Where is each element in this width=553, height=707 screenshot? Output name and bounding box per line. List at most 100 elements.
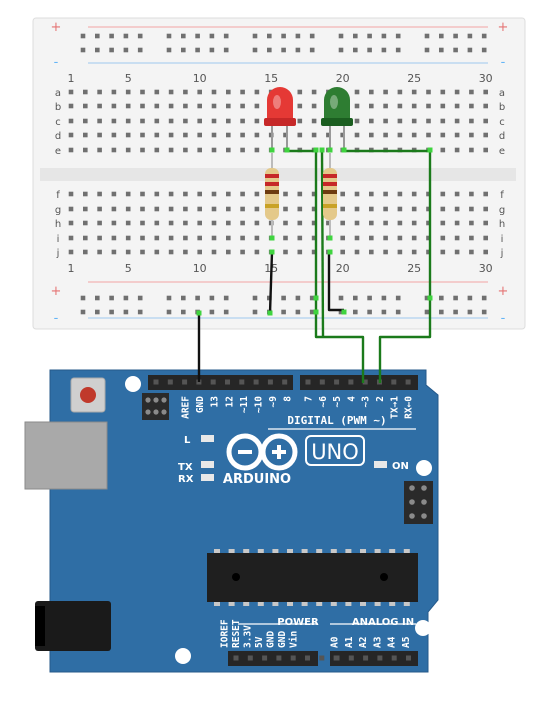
breadboard-hole[interactable]	[183, 220, 188, 226]
header-pin-hole[interactable]	[391, 379, 397, 385]
breadboard-hole[interactable]	[354, 89, 360, 95]
breadboard-hole[interactable]	[240, 147, 245, 153]
breadboard-hole[interactable]	[426, 103, 431, 109]
breadboard-hole[interactable]	[483, 220, 488, 226]
rail-hole[interactable]	[109, 47, 114, 53]
breadboard-hole[interactable]	[469, 206, 474, 212]
breadboard-hole[interactable]	[211, 249, 217, 255]
breadboard-hole[interactable]	[125, 89, 131, 95]
breadboard-hole[interactable]	[125, 235, 131, 241]
breadboard-hole[interactable]	[411, 118, 417, 124]
breadboard-hole[interactable]	[168, 249, 174, 255]
breadboard-hole[interactable]	[383, 206, 388, 212]
rail-hole[interactable]	[381, 47, 387, 53]
breadboard-hole[interactable]	[211, 118, 217, 124]
breadboard-hole[interactable]	[426, 249, 431, 255]
breadboard-hole[interactable]	[83, 132, 88, 138]
rail-hole[interactable]	[252, 295, 258, 301]
rail-hole[interactable]	[166, 309, 172, 315]
rail-hole[interactable]	[295, 33, 301, 39]
breadboard-hole[interactable]	[140, 118, 145, 124]
breadboard-hole[interactable]	[340, 235, 345, 241]
breadboard-hole[interactable]	[397, 206, 403, 212]
breadboard-hole[interactable]	[183, 118, 188, 124]
breadboard-hole[interactable]	[140, 191, 145, 197]
breadboard-hole[interactable]	[369, 235, 374, 241]
rail-hole[interactable]	[353, 295, 358, 301]
breadboard-hole[interactable]	[397, 220, 403, 226]
breadboard-hole[interactable]	[254, 132, 260, 138]
breadboard-hole[interactable]	[254, 220, 260, 226]
breadboard-hole[interactable]	[183, 147, 188, 153]
breadboard-hole[interactable]	[197, 89, 202, 95]
breadboard-hole[interactable]	[311, 220, 317, 226]
rail-hole[interactable]	[109, 309, 114, 315]
rail-hole[interactable]	[481, 47, 487, 53]
breadboard-hole[interactable]	[154, 235, 160, 241]
breadboard-hole[interactable]	[168, 220, 174, 226]
breadboard-hole[interactable]	[297, 206, 303, 212]
rail-hole[interactable]	[295, 309, 301, 315]
breadboard-hole[interactable]	[111, 132, 117, 138]
breadboard-hole[interactable]	[111, 220, 117, 226]
rail-hole[interactable]	[439, 33, 444, 39]
rail-hole[interactable]	[424, 295, 430, 301]
breadboard-hole[interactable]	[197, 206, 202, 212]
rail-hole[interactable]	[381, 309, 387, 315]
rail-hole[interactable]	[281, 33, 286, 39]
breadboard-hole[interactable]	[369, 132, 374, 138]
rail-hole[interactable]	[309, 33, 315, 39]
breadboard-hole[interactable]	[426, 191, 431, 197]
rail-hole[interactable]	[338, 295, 344, 301]
breadboard-hole[interactable]	[354, 132, 360, 138]
breadboard-hole[interactable]	[469, 147, 474, 153]
breadboard-hole[interactable]	[183, 89, 188, 95]
breadboard-hole[interactable]	[111, 118, 117, 124]
breadboard-hole[interactable]	[83, 118, 88, 124]
breadboard-hole[interactable]	[283, 191, 288, 197]
breadboard-hole[interactable]	[226, 89, 231, 95]
breadboard-hole[interactable]	[254, 147, 260, 153]
breadboard-hole[interactable]	[354, 191, 360, 197]
breadboard-hole[interactable]	[369, 249, 374, 255]
breadboard-hole[interactable]	[183, 132, 188, 138]
breadboard-hole[interactable]	[440, 249, 446, 255]
breadboard-hole[interactable]	[397, 235, 403, 241]
rail-hole[interactable]	[252, 33, 258, 39]
header-pin-hole[interactable]	[377, 655, 383, 661]
breadboard-hole[interactable]	[469, 132, 474, 138]
breadboard-hole[interactable]	[311, 89, 317, 95]
breadboard-hole[interactable]	[140, 249, 145, 255]
breadboard-hole[interactable]	[197, 147, 202, 153]
wire-green-led-cathode[interactable]	[327, 253, 344, 312]
breadboard-hole[interactable]	[68, 89, 74, 95]
header-pin-hole[interactable]	[247, 655, 253, 661]
breadboard-hole[interactable]	[111, 206, 117, 212]
rail-hole[interactable]	[467, 295, 473, 301]
rail-hole[interactable]	[395, 47, 401, 53]
breadboard-hole[interactable]	[326, 220, 331, 226]
breadboard-hole[interactable]	[411, 220, 417, 226]
breadboard-hole[interactable]	[440, 103, 446, 109]
breadboard-hole[interactable]	[97, 191, 102, 197]
header-pin-hole[interactable]	[391, 655, 397, 661]
breadboard-hole[interactable]	[168, 118, 174, 124]
breadboard-hole[interactable]	[68, 206, 74, 212]
breadboard-hole[interactable]	[326, 132, 331, 138]
breadboard-hole[interactable]	[483, 147, 488, 153]
breadboard-hole[interactable]	[311, 103, 317, 109]
rail-hole[interactable]	[281, 47, 286, 53]
rail-hole[interactable]	[95, 295, 100, 301]
breadboard-hole[interactable]	[226, 220, 231, 226]
rail-hole[interactable]	[123, 47, 129, 53]
breadboard-hole[interactable]	[183, 249, 188, 255]
rail-hole[interactable]	[395, 309, 401, 315]
rail-hole[interactable]	[137, 47, 143, 53]
breadboard-hole[interactable]	[454, 206, 460, 212]
breadboard-hole[interactable]	[469, 249, 474, 255]
breadboard-hole[interactable]	[140, 103, 145, 109]
breadboard-hole[interactable]	[140, 132, 145, 138]
breadboard-hole[interactable]	[168, 103, 174, 109]
breadboard-hole[interactable]	[397, 249, 403, 255]
breadboard-hole[interactable]	[211, 89, 217, 95]
